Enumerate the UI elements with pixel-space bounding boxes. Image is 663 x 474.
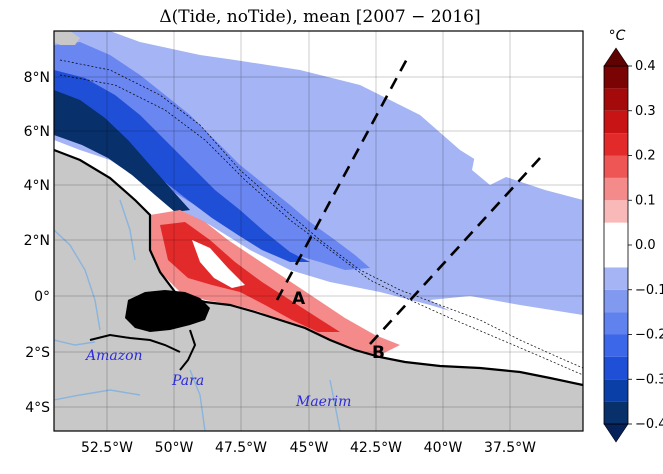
longitude-ticks: 52.5°W 50°W 47.5°W 45°W 42.5°W 40°W 37.5… (81, 440, 536, 456)
colorbar-tick-label: −0.2 (635, 328, 663, 343)
colorbar-segment (604, 379, 628, 402)
colorbar-segment (604, 267, 628, 290)
cooling-zone-core (54, 90, 190, 212)
lon-tick: 42.5°W (350, 440, 402, 456)
colorbar: °C 0.4 0.3 0.2 0.1 0.0 −0.1 −0.2 −0.3 −0.4 (603, 28, 663, 443)
map-frame (53, 30, 584, 432)
neutral-patch-3 (430, 296, 583, 330)
latitude-ticks: 8°N 6°N 4°N 2°N 0° 2°S 4°S (24, 70, 51, 416)
colorbar-tick-label: 0.4 (635, 59, 656, 74)
lat-tick: 0° (34, 289, 50, 305)
label-amazon: Amazon (84, 348, 143, 364)
colorbar-tick-label: −0.1 (635, 283, 663, 298)
colorbar-segments (603, 47, 629, 443)
colorbar-segment (604, 177, 628, 201)
cooling-zone-weak (54, 31, 583, 330)
rivers (54, 199, 341, 431)
colorbar-tick-label: 0.0 (635, 238, 656, 253)
section-line-a (275, 56, 410, 301)
colorbar-segment (604, 155, 628, 178)
colorbar-tick-label: −0.3 (635, 372, 663, 387)
colorbar-segment (604, 133, 628, 156)
label-para: Para (171, 373, 204, 389)
map-panel (54, 31, 583, 431)
colorbar-extend-low (603, 423, 629, 443)
label-point-a: A (292, 289, 306, 309)
neutral-patch-2 (472, 135, 515, 185)
colorbar-extend-high (603, 47, 629, 67)
marajo-island (125, 290, 210, 332)
estuary-coast (89, 329, 197, 371)
map-title: Δ(Tide, noTide), mean [2007 − 2016] (159, 7, 480, 27)
colorbar-segment (604, 110, 628, 134)
lon-tick: 45°W (290, 440, 329, 456)
colorbar-segment (604, 312, 628, 335)
coastline (54, 148, 583, 387)
lat-tick: 4°N (24, 178, 50, 194)
graticule (54, 31, 583, 431)
colorbar-segment (604, 356, 628, 380)
label-point-b: B (372, 343, 385, 363)
colorbar-segment (604, 222, 628, 268)
lat-tick: 2°N (24, 233, 50, 249)
colorbar-segment (604, 289, 628, 313)
colorbar-segment (604, 200, 628, 223)
cooling-zone-moderate (54, 42, 370, 270)
colorbar-ticks: 0.4 0.3 0.2 0.1 0.0 −0.1 −0.2 −0.3 −0.4 (628, 59, 663, 432)
lat-tick: 6°N (24, 124, 50, 140)
section-lines (275, 56, 541, 345)
land-north-coast (54, 31, 80, 45)
section-line-b (369, 157, 541, 345)
lat-tick: 8°N (24, 70, 50, 86)
colorbar-unit: °C (609, 28, 626, 44)
warming-zone-inner (192, 240, 245, 288)
colorbar-segment (604, 401, 628, 424)
colorbar-segment (604, 88, 628, 111)
lat-tick: 4°S (25, 400, 50, 416)
lon-tick: 50°W (155, 440, 194, 456)
cooling-zone-strong (54, 70, 310, 262)
colorbar-segment (604, 66, 628, 89)
colorbar-tick-label: 0.1 (635, 193, 656, 208)
lon-tick: 37.5°W (484, 440, 536, 456)
lon-tick: 52.5°W (81, 440, 133, 456)
colorbar-tick-label: 0.2 (635, 149, 656, 164)
colorbar-segment (604, 334, 628, 357)
colorbar-tick-label: −0.4 (635, 417, 663, 432)
bathymetry-contours (59, 59, 583, 376)
colorbar-tick-label: 0.3 (635, 104, 656, 119)
lat-tick: 2°S (25, 345, 50, 361)
label-maerim: Maerim (295, 394, 351, 410)
lon-tick: 47.5°W (215, 440, 267, 456)
lon-tick: 40°W (424, 440, 463, 456)
